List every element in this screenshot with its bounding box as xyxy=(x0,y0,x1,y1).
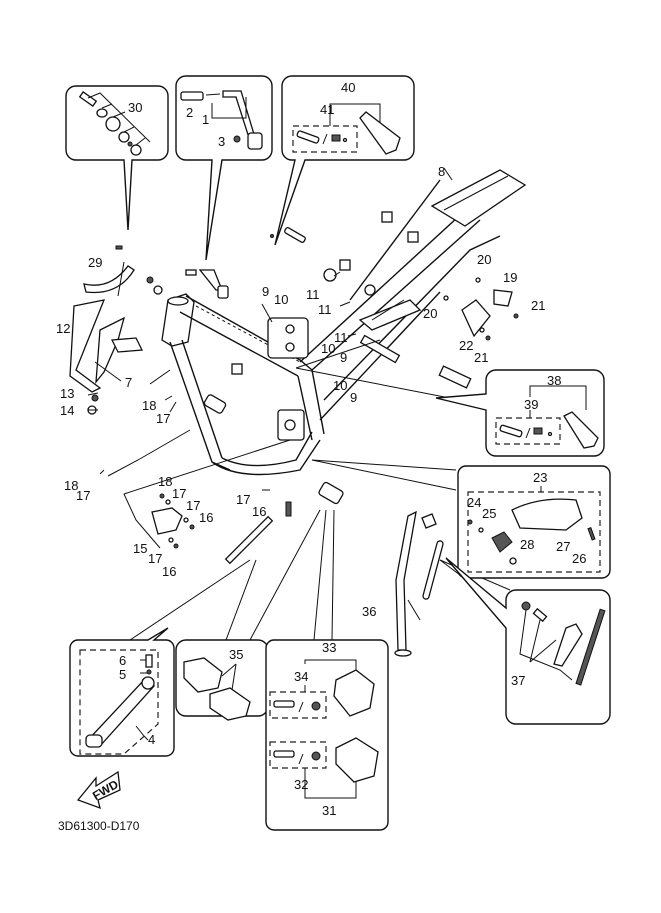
callout-39: 39 xyxy=(524,397,538,412)
inset-box-31 xyxy=(265,639,389,831)
callout-32: 32 xyxy=(294,777,308,792)
callout-33: 33 xyxy=(322,640,336,655)
callout-10: 10 xyxy=(321,341,335,356)
callout-12: 12 xyxy=(56,321,70,336)
callout-7: 7 xyxy=(125,375,132,390)
callout-29: 29 xyxy=(88,255,102,270)
inset-box-23 xyxy=(457,465,611,579)
callout-4: 4 xyxy=(148,732,155,747)
part-29-bracket xyxy=(83,245,163,295)
inset-box-4 xyxy=(69,627,175,757)
fwd-arrow-icon xyxy=(76,770,121,810)
callout-18: 18 xyxy=(142,398,156,413)
callout-17: 17 xyxy=(156,411,170,426)
callout-23: 23 xyxy=(533,470,547,485)
callout-11: 11 xyxy=(318,302,332,317)
callout-40: 40 xyxy=(341,80,355,95)
callout-9: 9 xyxy=(340,350,347,365)
callout-17: 17 xyxy=(76,488,90,503)
callout-22: 22 xyxy=(459,338,473,353)
callout-2: 2 xyxy=(186,105,193,120)
callout-9: 9 xyxy=(350,390,357,405)
inset-box-35 xyxy=(175,639,269,721)
callout-20: 20 xyxy=(423,306,437,321)
callout-20: 20 xyxy=(477,252,491,267)
callout-17: 17 xyxy=(236,492,250,507)
callout-16: 16 xyxy=(252,504,266,519)
diagram-code: 3D61300-D170 xyxy=(58,819,140,833)
callout-35: 35 xyxy=(229,647,243,662)
inset-box-rear-footrest xyxy=(274,75,415,246)
callout-13: 13 xyxy=(60,386,74,401)
inset-box-kick-crank xyxy=(175,75,273,261)
part-15-bracket xyxy=(151,493,195,549)
callout-17: 17 xyxy=(148,551,162,566)
pivot-shaft xyxy=(224,501,292,565)
callout-6: 6 xyxy=(119,653,126,668)
part-19-bracket xyxy=(443,277,519,341)
callout-16: 16 xyxy=(199,510,213,525)
callout-18: 18 xyxy=(64,478,78,493)
callout-1: 1 xyxy=(202,112,209,127)
callout-26: 26 xyxy=(572,551,586,566)
callout-16: 16 xyxy=(162,564,176,579)
callout-27: 27 xyxy=(556,539,570,554)
callout-31: 31 xyxy=(322,803,336,818)
callout-10: 10 xyxy=(333,378,347,393)
callout-3: 3 xyxy=(218,134,225,149)
callout-9: 9 xyxy=(262,284,269,299)
callout-25: 25 xyxy=(482,506,496,521)
inset-box-37 xyxy=(445,557,611,725)
callout-8: 8 xyxy=(438,164,445,179)
callout-17: 17 xyxy=(186,498,200,513)
callout-17: 17 xyxy=(172,486,186,501)
callout-38: 38 xyxy=(547,373,561,388)
main-frame xyxy=(161,169,527,505)
callout-21: 21 xyxy=(474,350,488,365)
inset-box-30 xyxy=(65,85,169,231)
callout-34: 34 xyxy=(294,669,308,684)
inset-box-38 xyxy=(435,369,605,457)
callout-11: 11 xyxy=(306,287,320,302)
callout-labels: 30 1 2 3 40 41 8 29 12 7 13 14 18 17 9 1… xyxy=(56,80,586,833)
callout-18: 18 xyxy=(158,474,172,489)
callout-37: 37 xyxy=(511,673,525,688)
callout-30: 30 xyxy=(128,100,142,115)
part-36-sidestand xyxy=(394,510,444,657)
callout-28: 28 xyxy=(520,537,534,552)
callout-10: 10 xyxy=(274,292,288,307)
callout-19: 19 xyxy=(503,270,517,285)
callout-14: 14 xyxy=(60,403,74,418)
callout-41: 41 xyxy=(320,102,334,117)
callout-15: 15 xyxy=(133,541,147,556)
callout-11: 11 xyxy=(334,330,348,345)
callout-36: 36 xyxy=(362,604,376,619)
callout-24: 24 xyxy=(467,495,481,510)
callout-5: 5 xyxy=(119,667,126,682)
part-12-guard xyxy=(69,299,144,415)
callout-21: 21 xyxy=(531,298,545,313)
